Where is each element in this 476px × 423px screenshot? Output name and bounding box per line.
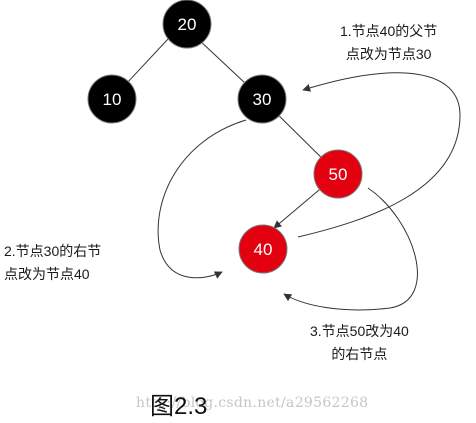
note-line: 2.节点30的右节 xyxy=(4,243,102,259)
note-line: 的右节点 xyxy=(331,346,388,362)
figure-caption: 图2.3 xyxy=(150,393,208,420)
note-line: 3.节点50改为40 xyxy=(310,323,409,339)
note-step-1: 1.节点40的父节 点改为节点30 xyxy=(340,20,437,66)
node-label: 20 xyxy=(178,15,197,34)
node-30: 30 xyxy=(237,74,287,124)
node-label: 50 xyxy=(329,165,348,184)
watermark: http://blog.csdn.net/a29562268 xyxy=(136,395,369,411)
node-40: 40 xyxy=(238,224,288,274)
arrow-50-to-right-of-40 xyxy=(283,187,418,311)
node-label: 10 xyxy=(103,90,122,109)
node-20: 20 xyxy=(162,0,212,49)
node-50: 50 xyxy=(313,149,363,199)
note-line: 1.节点40的父节 xyxy=(340,23,438,39)
node-10: 10 xyxy=(87,74,137,124)
node-label: 40 xyxy=(254,240,273,259)
note-step-2: 2.节点30的右节 点改为节点40 xyxy=(4,240,101,286)
arrow-40-parent-to-30 xyxy=(297,72,461,238)
arrow-30-right-to-40 xyxy=(157,119,247,279)
note-line: 点改为节点30 xyxy=(345,46,432,62)
node-label: 30 xyxy=(253,90,272,109)
note-line: 点改为节点40 xyxy=(4,266,90,282)
note-step-3: 3.节点50改为40 的右节点 xyxy=(310,320,409,366)
